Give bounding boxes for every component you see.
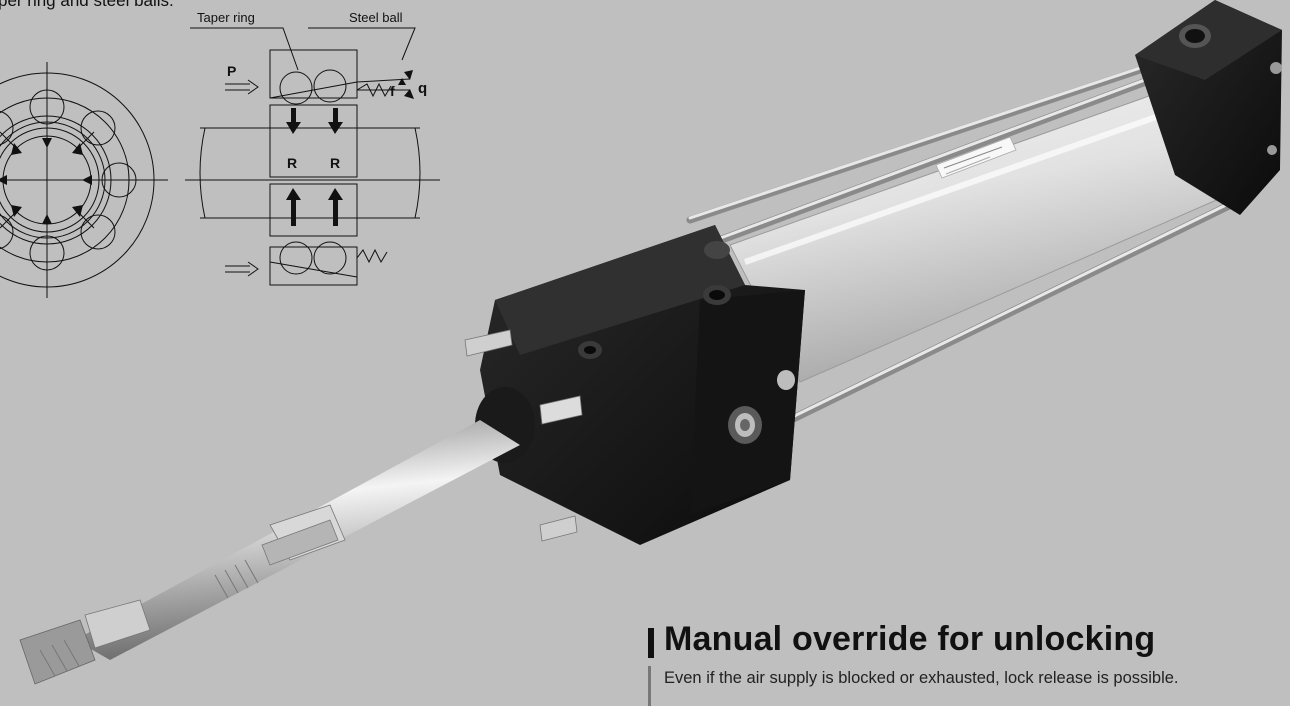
taper-ring-label: Taper ring [197,10,255,25]
cylinder-tube [729,84,1229,383]
lock-unit-body [480,225,805,545]
title-accent-bar [648,628,654,658]
manual-override-knob [728,370,795,444]
rear-end-cover [1135,0,1282,215]
spring-force-label: f [390,83,395,99]
side-view-schematic [185,27,440,286]
steel-ball-label: Steel ball [349,10,403,25]
description-rule [648,666,651,706]
intro-text: per ring and steel balls. [0,0,174,10]
reaction-label-right: R [330,155,340,171]
reaction-label-left: R [287,155,297,171]
mounting-studs [464,329,583,542]
pressure-label: P [227,63,236,79]
lock-mechanism-diagram: Taper ring Steel ball P q f R R [0,10,440,298]
angle-label: q [418,80,427,97]
piston-rod [19,420,520,685]
feature-title: Manual override for unlocking [664,620,1156,658]
feature-description: Even if the air supply is blocked or exh… [664,669,1179,687]
product-label-plate [935,136,1017,179]
